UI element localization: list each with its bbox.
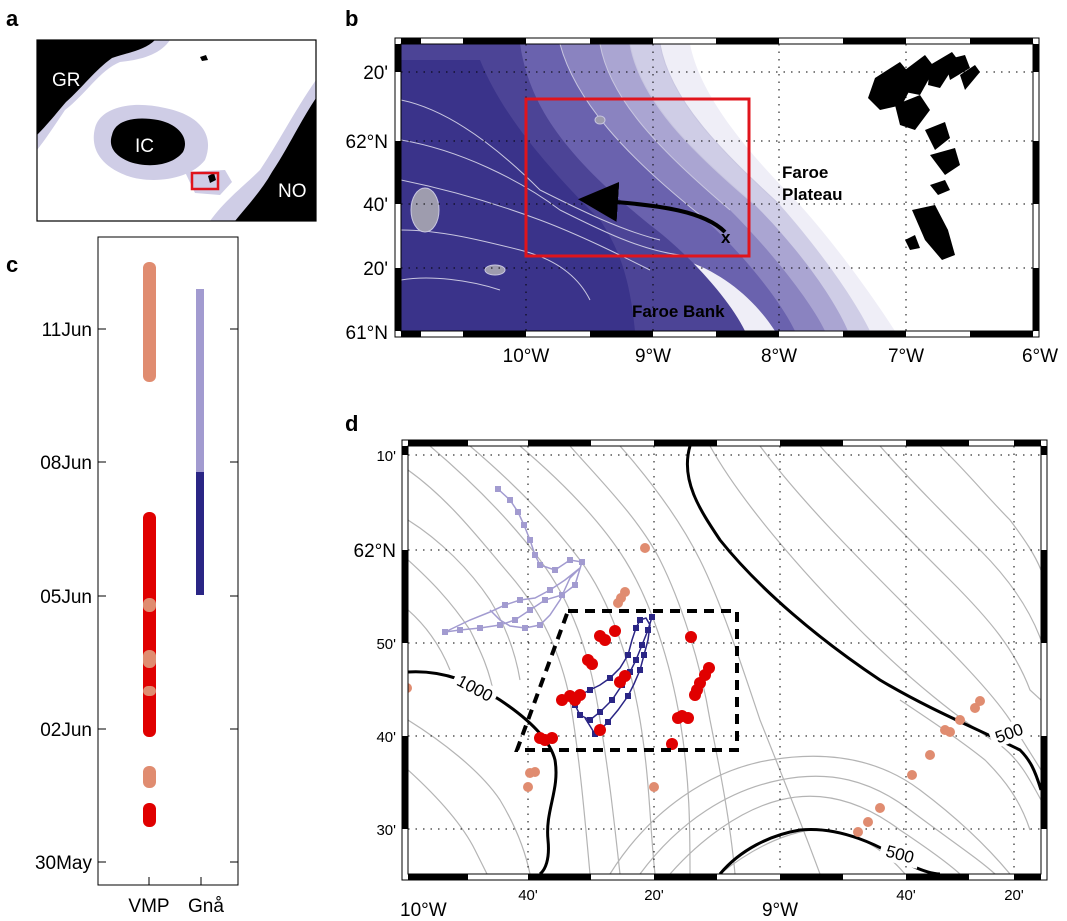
label-faroe-plateau-1: Faroe bbox=[782, 163, 828, 182]
panel-letter-a: a bbox=[6, 6, 19, 31]
label-greenland: GR bbox=[52, 70, 81, 91]
label-faroe-bank: Faroe Bank bbox=[632, 302, 725, 321]
d-xtick-2: 40' bbox=[518, 887, 538, 904]
land-greenland bbox=[37, 40, 155, 135]
d-xtick-6: 20' bbox=[1004, 887, 1024, 904]
b-xtick-5: 6°W bbox=[1022, 346, 1058, 367]
vmp-timeline bbox=[143, 262, 156, 827]
flow-arrow-icon bbox=[578, 181, 727, 234]
d-ytick-4: 62°N bbox=[354, 541, 396, 562]
bathymetry-map bbox=[401, 44, 1033, 331]
vmp-stations-late bbox=[408, 543, 985, 837]
c-xtick-vmp: VMP bbox=[128, 896, 169, 917]
station-map bbox=[408, 446, 1041, 874]
overview-map bbox=[37, 40, 316, 221]
land-faroe bbox=[208, 173, 216, 183]
label-x-mark: x bbox=[721, 228, 731, 247]
timeline-ticks bbox=[98, 328, 238, 885]
d-ytick-3: 50' bbox=[376, 636, 396, 653]
b-ytick-5: 20' bbox=[363, 63, 388, 84]
panel-letter-d: d bbox=[345, 411, 358, 436]
c-ytick-3: 05Jun bbox=[40, 587, 92, 608]
d-xtick-3: 20' bbox=[644, 887, 664, 904]
map-frame-b bbox=[395, 38, 1039, 337]
d-xtick-1: 10°W bbox=[400, 900, 447, 921]
glider-timeline bbox=[196, 289, 204, 595]
dashed-study-box bbox=[514, 609, 739, 752]
glider-points-late bbox=[442, 486, 585, 635]
label-faroe-plateau-2: Plateau bbox=[782, 185, 842, 204]
land-norway bbox=[235, 98, 316, 221]
d-xtick-5: 40' bbox=[896, 887, 916, 904]
land-iceland bbox=[110, 118, 186, 166]
panel-letter-b: b bbox=[345, 6, 358, 31]
c-ytick-2: 02Jun bbox=[40, 720, 92, 741]
overview-study-box bbox=[190, 171, 220, 191]
b-ytick-3: 40' bbox=[363, 195, 388, 216]
d-ytick-2: 40' bbox=[376, 729, 396, 746]
b-ytick-2: 20' bbox=[363, 259, 388, 280]
c-xtick-gna: Gnå bbox=[188, 896, 224, 917]
vmp-stations-early bbox=[534, 625, 715, 750]
isobath-500-south bbox=[718, 827, 941, 874]
b-xtick-2: 9°W bbox=[635, 346, 671, 367]
timeline-axes bbox=[97, 236, 239, 886]
b-ytick-1: 61°N bbox=[346, 323, 388, 344]
c-ytick-5: 11Jun bbox=[42, 320, 92, 341]
land-faroe-islands bbox=[868, 52, 980, 260]
c-ytick-4: 08Jun bbox=[40, 453, 92, 474]
b-xtick-1: 10°W bbox=[503, 346, 550, 367]
label-norway: NO bbox=[278, 181, 307, 202]
d-ytick-1: 30' bbox=[376, 822, 396, 839]
panel-letter-c: c bbox=[6, 252, 18, 277]
study-area-box bbox=[524, 97, 751, 258]
isobath-500-north bbox=[685, 446, 1041, 791]
label-iceland: IC bbox=[135, 136, 154, 157]
b-xtick-4: 7°W bbox=[888, 346, 924, 367]
b-ytick-4: 62°N bbox=[346, 132, 388, 153]
d-xtick-4: 9°W bbox=[762, 900, 798, 921]
b-xtick-3: 8°W bbox=[761, 346, 797, 367]
map-frame-d bbox=[402, 440, 1047, 880]
d-ytick-5: 10' bbox=[376, 448, 396, 465]
c-ytick-1: 30May bbox=[35, 853, 93, 874]
